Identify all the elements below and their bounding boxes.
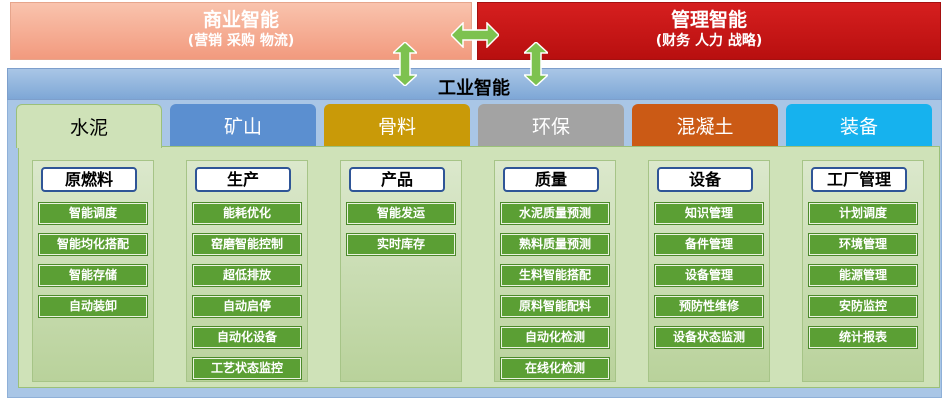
feature-item[interactable]: 智能发运 bbox=[347, 203, 455, 224]
feature-item[interactable]: 计划调度 bbox=[809, 203, 917, 224]
category-header: 质量 bbox=[503, 167, 599, 192]
feature-item[interactable]: 工艺状态监控 bbox=[193, 358, 301, 379]
cement-detail-area bbox=[18, 146, 940, 388]
feature-item[interactable]: 自动装卸 bbox=[39, 296, 147, 317]
tab-4[interactable]: 混凝土 bbox=[632, 104, 778, 146]
category-header: 设备 bbox=[657, 167, 753, 192]
business-intelligence-subtitle: (营销 采购 物流) bbox=[187, 33, 295, 49]
management-intelligence-box: 管理智能 (财务 人力 战略) bbox=[477, 2, 941, 60]
feature-item[interactable]: 预防性维修 bbox=[655, 296, 763, 317]
feature-item[interactable]: 自动启停 bbox=[193, 296, 301, 317]
feature-item[interactable]: 原料智能配料 bbox=[501, 296, 609, 317]
feature-item[interactable]: 能源管理 bbox=[809, 265, 917, 286]
industrial-intelligence-bar bbox=[7, 68, 942, 100]
feature-item[interactable]: 自动化设备 bbox=[193, 327, 301, 348]
tab-3[interactable]: 环保 bbox=[478, 104, 624, 146]
double-arrow-vertical-right-icon bbox=[524, 42, 548, 86]
feature-item[interactable]: 备件管理 bbox=[655, 234, 763, 255]
double-arrow-horizontal-icon bbox=[451, 22, 499, 48]
category-header: 原燃料 bbox=[41, 167, 137, 192]
feature-item[interactable]: 设备状态监测 bbox=[655, 327, 763, 348]
feature-item[interactable]: 实时库存 bbox=[347, 234, 455, 255]
feature-item[interactable]: 能耗优化 bbox=[193, 203, 301, 224]
management-intelligence-subtitle: (财务 人力 战略) bbox=[655, 33, 763, 49]
feature-item[interactable]: 窑磨智能控制 bbox=[193, 234, 301, 255]
feature-item[interactable]: 设备管理 bbox=[655, 265, 763, 286]
category-header: 产品 bbox=[349, 167, 445, 192]
feature-item[interactable]: 熟料质量预测 bbox=[501, 234, 609, 255]
double-arrow-vertical-left-icon bbox=[393, 42, 417, 86]
feature-item[interactable]: 水泥质量预测 bbox=[501, 203, 609, 224]
feature-item[interactable]: 超低排放 bbox=[193, 265, 301, 286]
category-header: 生产 bbox=[195, 167, 291, 192]
management-intelligence-title: 管理智能 bbox=[670, 9, 747, 31]
feature-item[interactable]: 统计报表 bbox=[809, 327, 917, 348]
feature-item[interactable]: 生料智能搭配 bbox=[501, 265, 609, 286]
industrial-intelligence-title: 工业智能 bbox=[438, 78, 510, 99]
tab-0[interactable]: 水泥 bbox=[16, 104, 162, 148]
business-intelligence-box: 商业智能 (营销 采购 物流) bbox=[10, 2, 472, 60]
tab-5[interactable]: 装备 bbox=[786, 104, 932, 146]
feature-item[interactable]: 安防监控 bbox=[809, 296, 917, 317]
feature-item[interactable]: 智能调度 bbox=[39, 203, 147, 224]
feature-item[interactable]: 智能均化搭配 bbox=[39, 234, 147, 255]
feature-item[interactable]: 环境管理 bbox=[809, 234, 917, 255]
tab-2[interactable]: 骨料 bbox=[324, 104, 470, 146]
business-intelligence-title: 商业智能 bbox=[202, 9, 279, 31]
feature-item[interactable]: 在线化检测 bbox=[501, 358, 609, 379]
feature-item[interactable]: 智能存储 bbox=[39, 265, 147, 286]
category-header: 工厂管理 bbox=[811, 167, 907, 192]
category-column bbox=[340, 160, 462, 382]
feature-item[interactable]: 知识管理 bbox=[655, 203, 763, 224]
tab-1[interactable]: 矿山 bbox=[170, 104, 316, 146]
feature-item[interactable]: 自动化检测 bbox=[501, 327, 609, 348]
